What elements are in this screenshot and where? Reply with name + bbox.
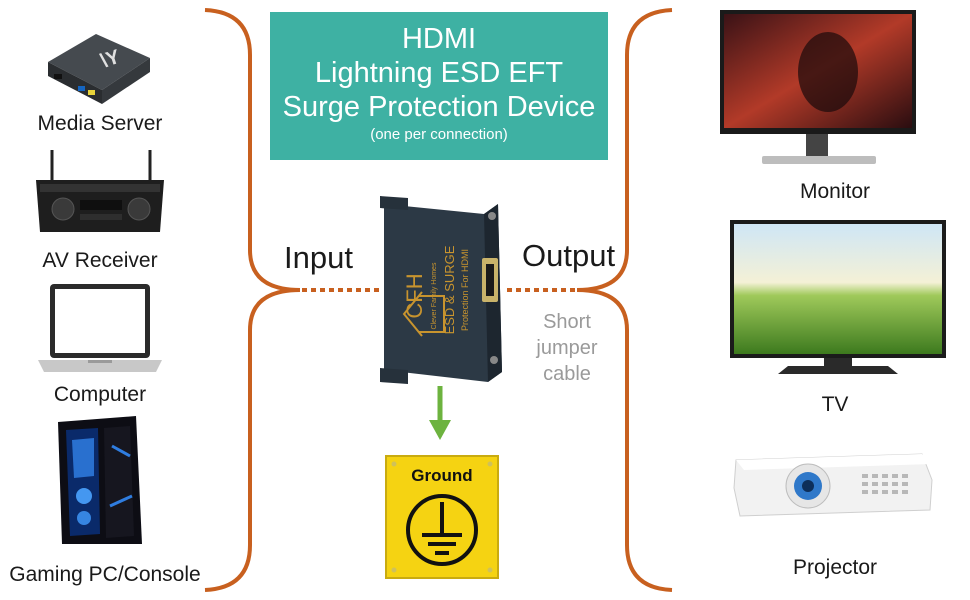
input-bracket <box>204 8 301 592</box>
title-subtitle: (one per connection) <box>370 126 508 143</box>
source-label-computer: Computer <box>53 383 147 406</box>
monitor-icon <box>720 10 916 164</box>
projector-icon <box>733 453 933 517</box>
title-line-1: HDMI <box>401 23 477 55</box>
ground-label: Ground <box>411 466 472 485</box>
display-label-monitor: Monitor <box>799 180 871 203</box>
jumper-note-line-2: jumper <box>536 337 598 359</box>
ground-arrow-head <box>429 420 451 440</box>
display-label-projector: Projector <box>792 556 878 579</box>
ground-symbol-icon <box>406 494 478 566</box>
source-label-gaming-pc: Gaming PC/Console <box>9 563 201 586</box>
title-box: HDMI Lightning ESD EFT Surge Protection … <box>270 12 608 160</box>
source-label-media-server: Media Server <box>37 112 163 135</box>
media-server-icon: \Y <box>48 34 150 104</box>
title-line-2: Lightning ESD EFT <box>314 57 564 89</box>
output-bracket <box>576 8 673 592</box>
jumper-note-line-1: Short <box>543 311 591 333</box>
display-label-tv: TV <box>821 393 849 416</box>
tv-icon <box>730 220 946 374</box>
device-logo-caption: Clever Family Homes <box>431 262 438 329</box>
laptop-icon <box>38 284 162 372</box>
title-line-3: Surge Protection Device <box>282 91 596 123</box>
device-logo: CFH <box>402 273 427 318</box>
av-receiver-icon <box>36 150 164 232</box>
gaming-pc-icon <box>58 416 142 544</box>
jumper-cable-note: Short jumper cable <box>524 309 610 387</box>
jumper-note-line-3: cable <box>543 363 591 385</box>
source-label-av-receiver: AV Receiver <box>42 249 158 272</box>
surge-protector-device: CFH Clever Family Homes ESD & SURGE Prot… <box>380 196 502 384</box>
device-text-line-2: Protection For HDMI <box>460 249 470 331</box>
ground-sign: Ground <box>385 455 499 579</box>
device-text-line-1: ESD & SURGE <box>442 245 457 334</box>
output-label: Output <box>522 238 616 273</box>
input-label: Input <box>284 240 353 275</box>
